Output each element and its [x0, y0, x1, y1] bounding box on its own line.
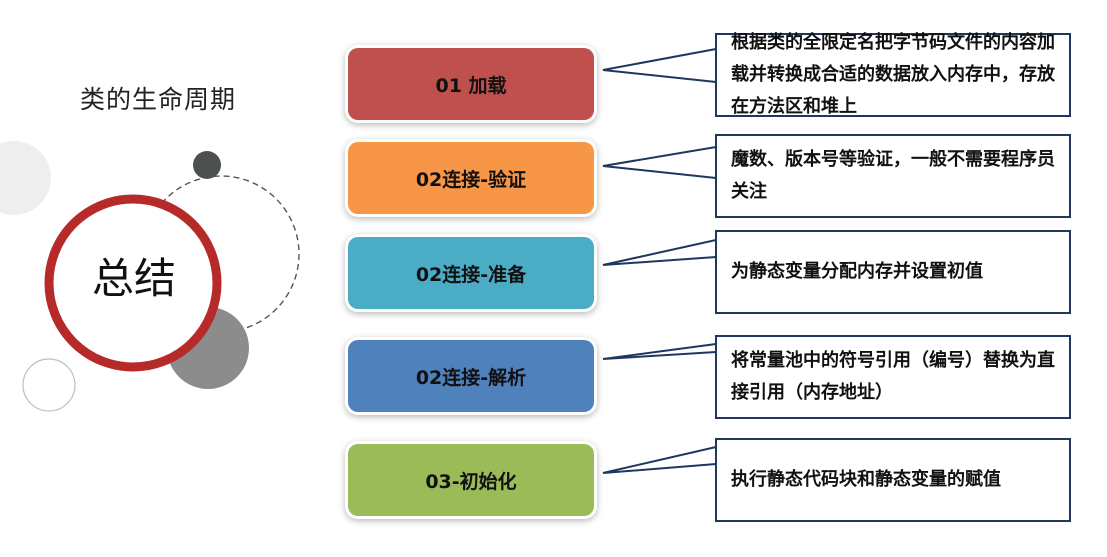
- stage-load[interactable]: 01 加载: [348, 48, 594, 120]
- description-box-resolve: 将常量池中的符号引用（编号）替换为直接引用（内存地址）: [715, 335, 1071, 419]
- stage-label: 03-初始化: [425, 470, 517, 493]
- connector-stage-5: [602, 446, 717, 474]
- description-text: 为静态变量分配内存并设置初值: [731, 261, 983, 282]
- dark-dot-decoration: [193, 151, 221, 179]
- stage-label: 02连接-解析: [415, 366, 527, 389]
- description-text: 将常量池中的符号引用（编号）替换为直接引用（内存地址）: [731, 350, 1055, 403]
- hub-ring: [44, 194, 222, 372]
- connector-stage-1: [602, 48, 717, 83]
- connector-stage-3: [602, 239, 717, 266]
- stage-label: 01 加载: [435, 74, 507, 97]
- stage-link-resolve[interactable]: 02连接-解析: [348, 340, 594, 412]
- connector-stage-4: [602, 343, 717, 360]
- outline-circle-decoration: [22, 358, 76, 412]
- light-disc-decoration: [0, 141, 51, 215]
- stage-link-prepare[interactable]: 02连接-准备: [348, 237, 594, 309]
- description-box-initialize: 执行静态代码块和静态变量的赋值: [715, 438, 1071, 522]
- hub-label: 总结: [91, 254, 176, 303]
- connector-stage-2: [602, 146, 717, 179]
- page-title: 类的生命周期: [80, 85, 237, 114]
- description-text: 魔数、版本号等验证，一般不需要程序员关注: [731, 149, 1055, 202]
- description-box-verify: 魔数、版本号等验证，一般不需要程序员关注: [715, 134, 1071, 218]
- description-text: 执行静态代码块和静态变量的赋值: [731, 469, 1001, 490]
- connector-lines: [602, 48, 717, 474]
- description-text: 根据类的全限定名把字节码文件的内容加载并转换成合适的数据放入内存中，存放在方法区…: [731, 32, 1055, 117]
- stage-initialize[interactable]: 03-初始化: [348, 444, 594, 516]
- stage-label: 02连接-验证: [415, 168, 527, 191]
- description-box-load: 根据类的全限定名把字节码文件的内容加载并转换成合适的数据放入内存中，存放在方法区…: [715, 32, 1071, 117]
- description-box-prepare: 为静态变量分配内存并设置初值: [715, 230, 1071, 314]
- stage-label: 02连接-准备: [415, 263, 527, 286]
- stage-link-verify[interactable]: 02连接-验证: [348, 142, 594, 214]
